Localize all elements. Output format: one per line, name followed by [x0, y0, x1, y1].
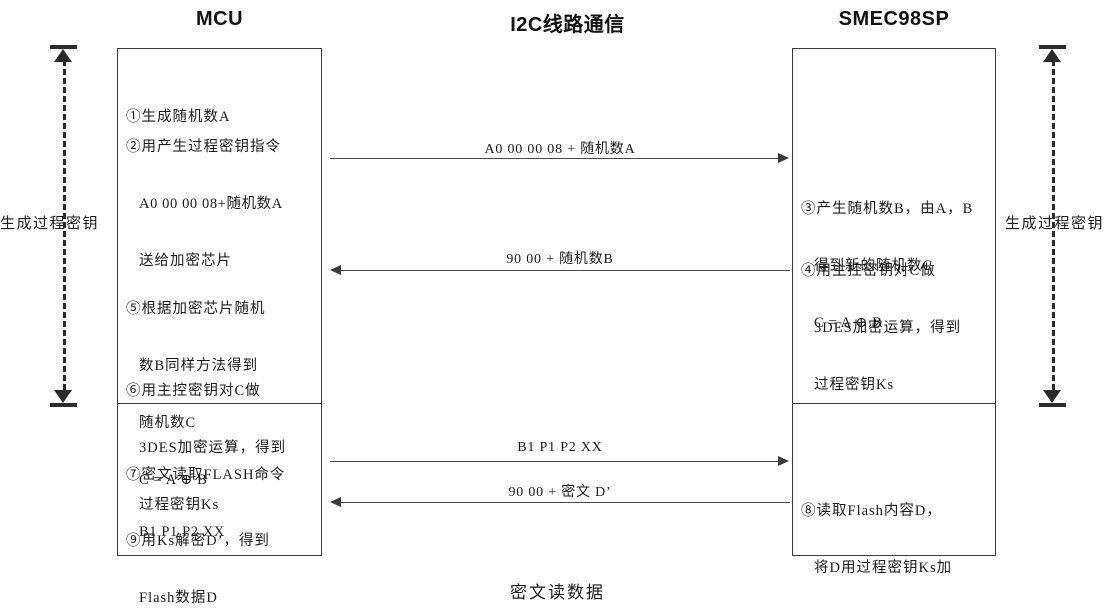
message-1-arrowhead-right-icon — [778, 153, 789, 163]
mcu-step-9-line-1: ⑨用Ks解密D’，得到 — [126, 533, 270, 549]
message-3-line — [330, 461, 782, 462]
column-title-i2c: I2C线路通信 — [510, 14, 625, 36]
left-span-dashed-line — [63, 60, 66, 390]
message-4-line — [341, 502, 790, 503]
message-4-arrowhead-left-icon — [330, 497, 341, 507]
mcu-step-5-line-1: ⑤根据加密芯片随机 — [126, 301, 266, 317]
mcu-step-1-line-1: ①生成随机数A — [126, 109, 231, 125]
left-span-arrowhead-down-icon — [54, 390, 72, 403]
left-span-arrowhead-up-icon — [54, 49, 72, 62]
right-span-arrowhead-down-icon — [1043, 390, 1061, 403]
mcu-step-7-line-1: ⑦密文读取FLASH命令 — [126, 467, 286, 483]
smec-step-3: ③产生随机数B，由A，B 得到新的随机数C C = A ⊕ B — [801, 162, 973, 371]
mcu-step-6-line-2: 3DES加密运算，得到 — [139, 440, 287, 456]
mcu-step-9: ⑨用Ks解密D’，得到 Flash数据D — [126, 494, 270, 615]
bottom-caption: 密文读数据 — [510, 583, 605, 602]
mcu-step-6-line-1: ⑥用主控密钥对C做 — [126, 383, 261, 399]
left-span-top-cap — [50, 45, 77, 49]
left-span-bottom-cap — [50, 403, 77, 407]
mcu-step-5-line-2: 数B同样方法得到 — [139, 358, 259, 374]
message-1-label: A0 00 00 08 + 随机数A — [484, 142, 636, 157]
smec-step-3-line-1: ③产生随机数B，由A，B — [801, 201, 974, 217]
mcu-step-6-line-3: 过程密钥Ks — [139, 497, 220, 513]
right-span-dashed-line — [1052, 60, 1055, 390]
right-span-top-cap — [1039, 45, 1066, 49]
smec-step-4-line-2: 3DES加密运算，得到 — [814, 320, 962, 336]
mcu-lifeline-box — [117, 48, 322, 556]
column-title-smec: SMEC98SP — [838, 8, 950, 30]
message-2-arrowhead-left-icon — [330, 265, 341, 275]
left-span-label: 生成过程密钥 — [0, 216, 100, 232]
mcu-step-2-line-2: A0 00 00 08+随机数A — [139, 196, 283, 212]
smec-step-4-line-1: ④用主控密钥对C做 — [801, 263, 936, 279]
mcu-step-2-line-3: 送给加密芯片 — [139, 253, 232, 269]
mcu-step-2-line-1: ②用产生过程密钥指令 — [126, 139, 281, 155]
right-span-arrowhead-up-icon — [1043, 49, 1061, 62]
mcu-step-9-line-2: Flash数据D — [139, 590, 218, 606]
mcu-step-5-line-4: C = A ⊕ B — [139, 472, 208, 488]
smec-box-divider — [792, 403, 996, 404]
mcu-step-6: ⑥用主控密钥对C做 3DES加密运算，得到 过程密钥Ks — [126, 344, 286, 553]
mcu-step-7: ⑦密文读取FLASH命令 B1 P1 P2 XX — [126, 428, 285, 580]
smec-step-8-line-1: ⑧读取Flash内容D， — [801, 503, 942, 519]
message-2-line — [341, 270, 790, 271]
smec-step-8: ⑧读取Flash内容D， 将D用过程密钥Ks加 密得到密文D’ — [801, 464, 952, 615]
mcu-step-1: ①生成随机数A — [126, 70, 230, 165]
smec-step-3-line-2: 得到新的随机数C — [814, 258, 934, 274]
smec-lifeline-box — [792, 48, 996, 556]
message-3-label: B1 P1 P2 XX — [517, 440, 603, 455]
right-span-bottom-cap — [1039, 403, 1066, 407]
mcu-box-divider — [117, 403, 322, 404]
right-span-label: 生成过程密钥 — [1005, 216, 1105, 232]
smec-step-4-line-3: 过程密钥Ks — [814, 377, 895, 393]
message-2-label: 90 00 + 随机数B — [506, 252, 614, 267]
mcu-step-5: ⑤根据加密芯片随机 数B同样方法得到 随机数C C = A ⊕ B — [126, 262, 266, 528]
smec-step-8-line-2: 将D用过程密钥Ks加 — [814, 560, 953, 576]
message-3-arrowhead-right-icon — [778, 456, 789, 466]
column-title-mcu: MCU — [195, 8, 244, 30]
message-1-line — [330, 158, 782, 159]
mcu-step-5-line-3: 随机数C — [139, 415, 197, 431]
mcu-step-2: ②用产生过程密钥指令 A0 00 00 08+随机数A 送给加密芯片 — [126, 100, 283, 309]
message-4-label: 90 00 + 密文 D’ — [508, 485, 612, 500]
smec-step-4: ④用主控密钥对C做 3DES加密运算，得到 过程密钥Ks — [801, 224, 961, 433]
mcu-step-7-line-2: B1 P1 P2 XX — [139, 524, 225, 540]
smec-step-3-line-3: C = A ⊕ B — [814, 315, 883, 331]
